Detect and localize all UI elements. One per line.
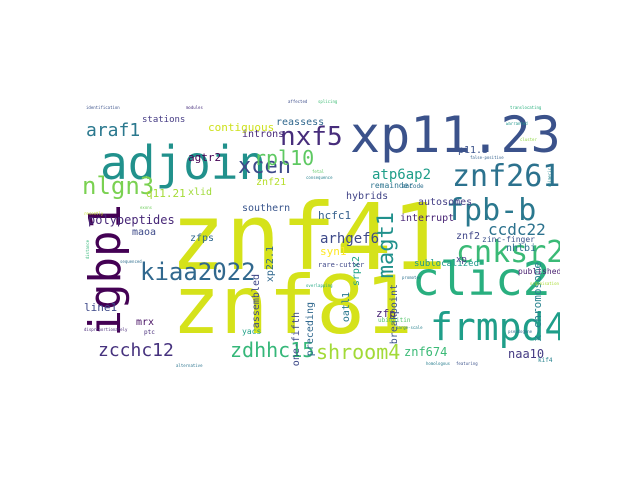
word-cloud-word: znf41 (170, 184, 447, 291)
word-cloud-word: southern (242, 203, 291, 214)
word-cloud-word: xlid (188, 187, 213, 198)
word-cloud-word: identification (86, 105, 120, 110)
word-cloud-word: exons (140, 205, 153, 210)
word-cloud-word: xp11.23 (350, 106, 560, 164)
word-cloud-word: zdhhc15 (230, 338, 315, 362)
word-cloud-word: sequenced (120, 259, 142, 264)
word-cloud-word: remainder (370, 181, 414, 190)
word-cloud-word: pseudogene (508, 329, 533, 334)
word-cloud-word: kiaa2022 (140, 258, 256, 286)
word-cloud-word: assembled (251, 274, 262, 329)
word-cloud-word: splicing (318, 99, 338, 104)
word-cloud-word: fetal (312, 169, 325, 174)
word-cloud-word: arhgef6 (320, 231, 380, 247)
word-cloud-word: atp6ap2 (372, 167, 432, 183)
word-cloud-word: znf261 (452, 159, 560, 194)
word-cloud-word: hcfc1 (318, 209, 352, 222)
word-cloud-word: translocating (510, 105, 542, 110)
word-cloud-word: xp (456, 255, 467, 265)
word-cloud-word: xp22.1 (265, 246, 276, 283)
word-cloud-word: zcchc12 (98, 340, 174, 361)
word-cloud-word: zfp (376, 307, 396, 320)
word-cloud-word: affected (288, 99, 308, 104)
word-cloud-word: clic2 (412, 252, 551, 306)
word-cloud-word: homologous (426, 361, 451, 366)
word-cloud-word: consequence (306, 175, 333, 180)
word-cloud-word: nhlbi (506, 243, 537, 254)
word-cloud-word: frmpd4 (430, 305, 560, 349)
word-cloud-word: naa10 (508, 347, 545, 361)
word-cloud-word: rpl10 (254, 146, 315, 170)
word-cloud-word: one-fifth (291, 312, 302, 367)
word-cloud-word: nxf5 (280, 122, 343, 152)
word-cloud-word: recently (84, 211, 104, 216)
word-cloud-word: znf674 (404, 345, 448, 359)
word-cloud-word: agtr2 (188, 151, 222, 164)
word-cloud-word: chimeric (547, 168, 552, 188)
word-cloud-word: line1 (84, 301, 118, 314)
word-cloud-word: sublocalized (414, 259, 480, 269)
word-cloud-word: featuring (456, 361, 478, 366)
word-cloud-word: magt1 (374, 212, 399, 279)
word-cloud-word: large-scale (396, 325, 423, 330)
word-cloud-word: q11.21 (146, 187, 186, 200)
word-cloud-word: stations (142, 115, 186, 125)
word-cloud-word: polypeptides (88, 213, 175, 227)
word-cloud-word: autosomes (418, 197, 473, 208)
word-cloud-word: reassess (276, 117, 325, 128)
word-cloud-word: yacs (242, 327, 262, 336)
word-cloud-word: promoter (402, 275, 422, 280)
word-cloud-word: rare-cutter (318, 261, 365, 269)
word-cloud-word: warranted (506, 121, 528, 126)
word-cloud-word: ccdc22 (488, 220, 546, 239)
word-cloud-word: araf1 (86, 120, 141, 141)
word-cloud-word: xcen (238, 154, 291, 179)
word-cloud-word: modules (186, 105, 203, 110)
word-cloud-word: published (518, 267, 560, 276)
word-cloud-word: syn1 (320, 245, 347, 258)
word-cloud-word: kif4 (538, 357, 553, 364)
word-cloud-word: fpb-b (446, 193, 537, 228)
word-cloud-word: cnksr2 (456, 235, 560, 270)
word-cloud-word: p11.3 (458, 145, 489, 156)
word-cloud-word: zfps (190, 233, 215, 244)
word-cloud-word: maoa (132, 227, 157, 238)
word-cloud-word: oatl1 (341, 292, 352, 323)
word-cloud-word: cluster (520, 137, 537, 142)
word-cloud-word: organisation (530, 281, 559, 286)
word-cloud-word: breakpoint (389, 284, 400, 345)
word-cloud-word: znf81 (172, 259, 413, 352)
word-cloud-word: encode (402, 183, 424, 190)
word-cloud-word: zinc-finger (482, 235, 535, 244)
word-cloud-word: ubiquitin (378, 317, 411, 324)
word-cloud-word: ptc (144, 329, 155, 336)
word-cloud-word: introns (242, 129, 285, 140)
word-cloud-word: adjoin (100, 136, 267, 190)
word-cloud-word: znf21 (256, 177, 287, 188)
word-cloud-word: disproportionately (84, 327, 128, 332)
word-cloud-word: distance (85, 240, 90, 260)
word-cloud-word: mrx (136, 317, 155, 328)
word-cloud-word: contiguous (208, 121, 275, 134)
word-cloud-word: interrupt (400, 213, 455, 224)
word-cloud-word: false-positive (470, 155, 504, 160)
word-cloud-word: alternative (176, 363, 203, 368)
word-cloud-word: preceding (305, 302, 316, 357)
word-cloud-word: hybrids (346, 191, 389, 202)
word-cloud: znf41 znf81 xp11.23 adjoin clic2 frmpd4 … (80, 96, 560, 384)
word-cloud-word: nlgn3 (82, 172, 155, 200)
word-cloud-word: overlapping (306, 283, 333, 288)
word-cloud-word: znf2 (456, 231, 481, 242)
word-cloud-word: shroom4 (316, 340, 401, 364)
